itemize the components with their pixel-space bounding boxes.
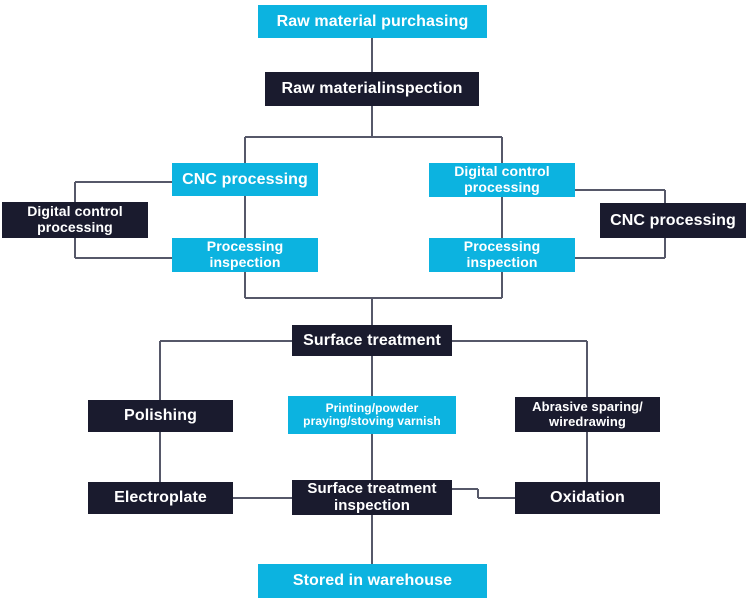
node-polishing[interactable]: Polishing — [88, 400, 233, 432]
node-raw-material-inspection[interactable]: Raw materialinspection — [265, 72, 479, 106]
node-processing-inspection-right[interactable]: Processing inspection — [429, 238, 575, 272]
node-printing-powder-praying-stoving-varnish[interactable]: Printing/powder praying/stoving varnish — [288, 396, 456, 434]
node-cnc-processing-right[interactable]: CNC processing — [600, 203, 746, 238]
node-oxidation[interactable]: Oxidation — [515, 482, 660, 514]
node-electroplate[interactable]: Electroplate — [88, 482, 233, 514]
node-processing-inspection-left[interactable]: Processing inspection — [172, 238, 318, 272]
node-digital-control-processing-right[interactable]: Digital control processing — [429, 163, 575, 197]
node-stored-in-warehouse[interactable]: Stored in warehouse — [258, 564, 487, 598]
node-abrasive-sparing-wiredrawing[interactable]: Abrasive sparing/ wiredrawing — [515, 397, 660, 432]
node-digital-control-processing-left[interactable]: Digital control processing — [2, 202, 148, 238]
node-surface-treatment-inspection[interactable]: Surface treatment inspection — [292, 480, 452, 515]
node-raw-material-purchasing[interactable]: Raw material purchasing — [258, 5, 487, 38]
node-surface-treatment[interactable]: Surface treatment — [292, 325, 452, 356]
node-cnc-processing-left[interactable]: CNC processing — [172, 163, 318, 196]
